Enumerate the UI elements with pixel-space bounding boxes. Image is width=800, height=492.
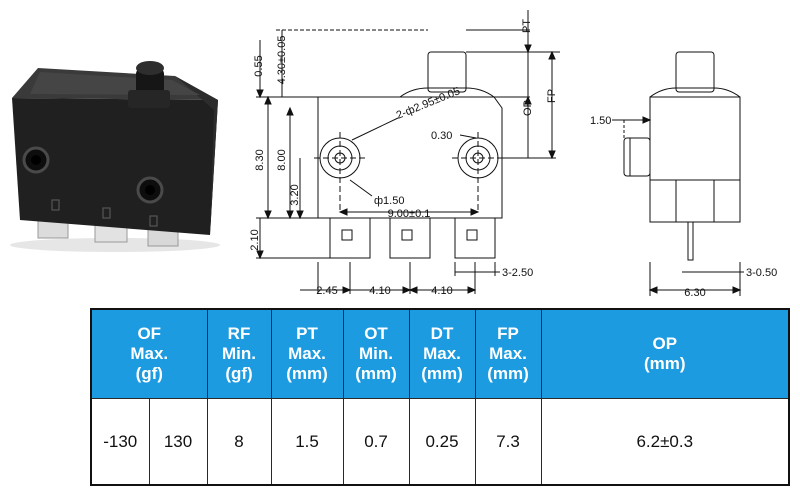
dim-op: OP [522,100,534,116]
side-view [612,51,744,296]
dim-fp: FP [546,89,558,103]
dim-phi-1-50: ф1.50 [374,195,404,207]
dim-2-45: 2.45 [316,285,337,297]
dim-0-30: 0.30 [431,130,452,142]
front-view [256,10,560,294]
cell-op: 6.2±0.3 [540,398,790,486]
cell-rf: 8 [206,398,272,486]
dim-1-50: 1.50 [590,115,611,127]
dim-3-20: 3.20 [289,184,301,205]
dim-3-0-50: 3-0.50 [746,267,777,279]
technical-drawing: 0.55 4.30±0.05 PT OP FP 2-ф2.95±0.05 0.3… [249,10,777,299]
dim-3-2-50: 3-2.50 [502,267,533,279]
dim-9-00: 9.00±0.1 [388,208,431,220]
dim-0-55: 0.55 [253,55,265,76]
dim-6-30: 6.30 [684,287,705,299]
cell-ot: 0.7 [342,398,410,486]
cell-dt: 0.25 [408,398,476,486]
switch-photo [10,61,220,252]
dim-4-30: 4.30±0.05 [276,36,288,85]
header-op: OP(mm) [540,308,790,399]
cell-pt: 1.5 [270,398,344,486]
cell-of-max: 130 [148,398,208,486]
cell-fp: 7.3 [474,398,542,486]
dim-2-10: 2.10 [249,229,261,250]
dim-8-00: 8.00 [276,149,288,170]
dim-4-10-first: 4.10 [369,285,390,297]
table-row: -130 130 8 1.5 0.7 0.25 7.3 6.2±0.3 [90,398,790,486]
dim-pt: PT [521,19,533,33]
cell-of-min: -130 [90,398,150,486]
dim-8-30: 8.30 [254,149,266,170]
dim-4-10-second: 4.10 [431,285,452,297]
